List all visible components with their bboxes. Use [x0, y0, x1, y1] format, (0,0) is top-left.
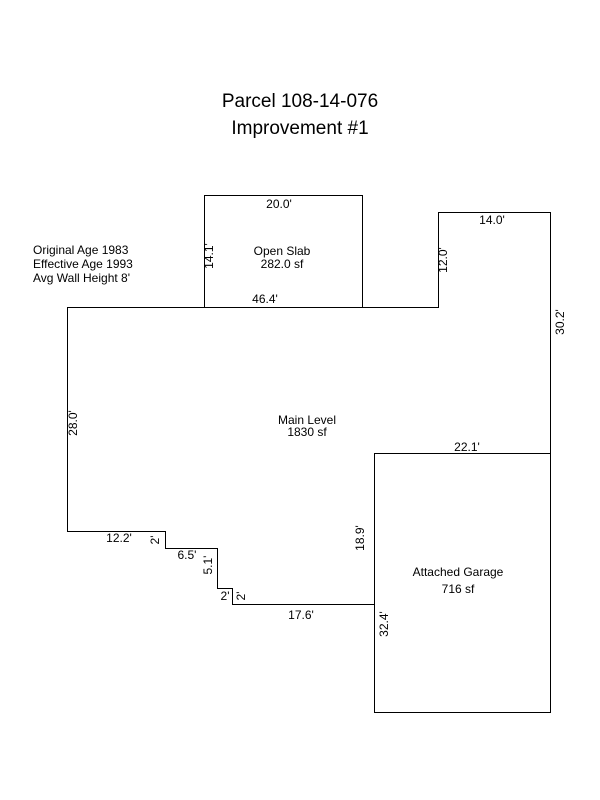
- open-slab-outline: [204, 195, 363, 308]
- effective-age: Effective Age 1993: [33, 257, 133, 271]
- dim-right-upper: 30.2': [553, 309, 567, 335]
- open-slab-label: Open Slab: [254, 244, 311, 258]
- dim-garage-left-upper: 18.9': [353, 525, 367, 551]
- dim-step-2c: 2': [234, 592, 248, 601]
- open-slab-size: 282.0 sf: [261, 257, 304, 271]
- main-level-outline: [67, 212, 551, 605]
- dim-step-17-6: 17.6': [288, 608, 314, 622]
- dim-slab-top: 20.0': [266, 197, 292, 211]
- dim-main-left: 28.0': [66, 410, 80, 436]
- title-block: Parcel 108-14-076 Improvement #1: [0, 88, 600, 142]
- dim-garage-top: 22.1': [454, 440, 480, 454]
- dim-slab-bottom: 46.4': [252, 292, 278, 306]
- dim-step-6-5: 6.5': [178, 548, 197, 562]
- dim-top-right-left: 12.0': [436, 247, 450, 273]
- dim-garage-left-lower: 32.4': [377, 611, 391, 637]
- dim-step-12-2: 12.2': [106, 531, 132, 545]
- dim-step-5-1: 5.1': [201, 556, 215, 575]
- improvement-title: Improvement #1: [231, 118, 369, 139]
- dim-step-2b: 2': [221, 589, 230, 603]
- dim-slab-left: 14.1': [202, 243, 216, 269]
- dim-step-2a: 2': [148, 536, 162, 545]
- parcel-title: Parcel 108-14-076: [221, 91, 379, 112]
- garage-size: 716 sf: [442, 582, 475, 596]
- main-level-label: Main Level: [278, 413, 336, 427]
- info-block: Original Age 1983 Effective Age 1993 Avg…: [33, 243, 133, 285]
- wall-height: Avg Wall Height 8': [33, 271, 131, 285]
- garage-outline: [374, 453, 551, 713]
- garage-label: Attached Garage: [413, 565, 504, 579]
- dim-top-right-top: 14.0': [479, 213, 505, 227]
- original-age: Original Age 1983: [33, 243, 129, 257]
- main-level-size: 1830 sf: [287, 425, 327, 439]
